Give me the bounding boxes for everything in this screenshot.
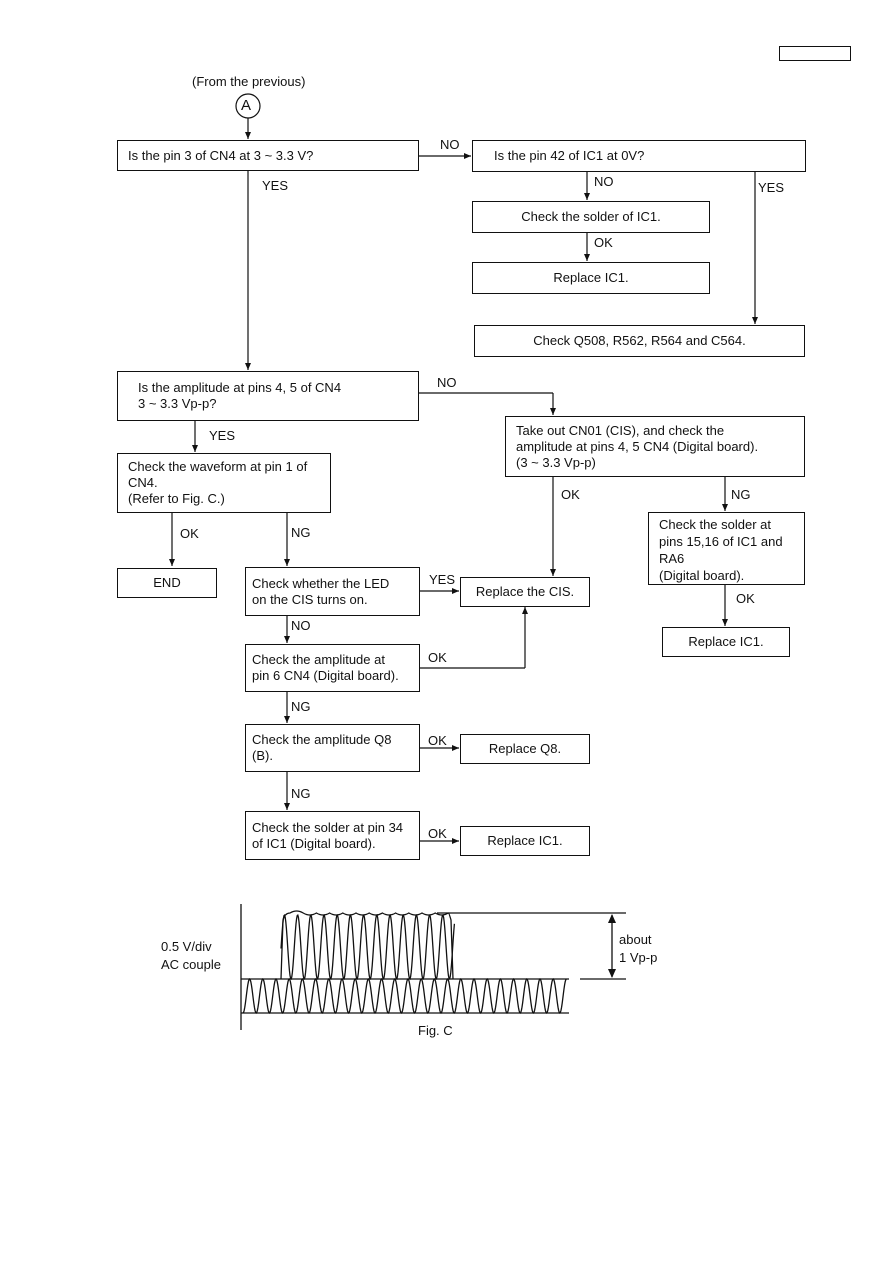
edge-label-no: NO bbox=[594, 174, 614, 189]
amplitude-arrowhead-bottom bbox=[608, 969, 616, 978]
page-number-box bbox=[779, 46, 851, 61]
edge-label-ng: NG bbox=[291, 786, 311, 801]
edge-label-yes: YES bbox=[429, 572, 456, 587]
replace-q8-box: Replace Q8. bbox=[460, 734, 590, 764]
replace-ic1-box-a: Replace IC1. bbox=[472, 262, 710, 294]
check-waveform-box: Check the waveform at pin 1 of CN4. (Ref… bbox=[117, 453, 331, 513]
edge-label-ok: OK bbox=[428, 733, 447, 748]
edge-label-ok: OK bbox=[594, 235, 613, 250]
replace-ic1-box-b: Replace IC1. bbox=[662, 627, 790, 657]
connector-symbol: A bbox=[241, 97, 252, 114]
check-q508-box: Check Q508, R562, R564 and C564. bbox=[474, 325, 805, 357]
edge-label-yes: YES bbox=[262, 178, 289, 193]
from-previous-label: (From the previous) bbox=[192, 74, 306, 89]
edge-label-ok: OK bbox=[561, 487, 580, 502]
edge-label-ok: OK bbox=[736, 591, 755, 606]
edge-label-ok: OK bbox=[428, 826, 447, 841]
check-amp-pin6-box: Check the amplitude at pin 6 CN4 (Digita… bbox=[245, 644, 420, 692]
edge-label-ok: OK bbox=[428, 650, 447, 665]
amplitude-arrowhead-top bbox=[608, 914, 616, 923]
check-solder-pin34-box: Check the solder at pin 34 of IC1 (Digit… bbox=[245, 811, 420, 860]
check-led-box: Check whether the LED on the CIS turns o… bbox=[245, 567, 420, 616]
check-solder-pins1516-box: Check the solder at pins 15,16 of IC1 an… bbox=[648, 512, 805, 585]
waveform-large-burst bbox=[280, 913, 456, 981]
edge-label-no: NO bbox=[291, 618, 311, 633]
edge-label-no: NO bbox=[437, 375, 457, 390]
waveform-small-oscillation bbox=[242, 978, 567, 1014]
scale-label: 0.5 V/div bbox=[161, 939, 212, 954]
question-amplitude-pins45-box: Is the amplitude at pins 4, 5 of CN4 3 ~… bbox=[117, 371, 419, 421]
question-pin42-box: Is the pin 42 of IC1 at 0V? bbox=[472, 140, 806, 172]
figure-caption: Fig. C bbox=[418, 1023, 453, 1038]
edge-label-yes: YES bbox=[758, 180, 785, 195]
replace-cis-box: Replace the CIS. bbox=[460, 577, 590, 607]
edge-label-no: NO bbox=[440, 137, 460, 152]
edge-label-ng: NG bbox=[291, 699, 311, 714]
check-solder-ic1-box: Check the solder of IC1. bbox=[472, 201, 710, 233]
waveform-envelope bbox=[280, 910, 454, 980]
coupling-label: AC couple bbox=[161, 957, 221, 972]
edge-label-ok: OK bbox=[180, 526, 199, 541]
check-amp-q8-box: Check the amplitude Q8 (B). bbox=[245, 724, 420, 772]
amplitude-label: 1 Vp-p bbox=[619, 950, 658, 965]
take-out-cn01-box: Take out CN01 (CIS), and check the ampli… bbox=[505, 416, 805, 477]
question-pin3-box: Is the pin 3 of CN4 at 3 ~ 3.3 V? bbox=[117, 140, 419, 171]
edge-label-ng: NG bbox=[731, 487, 751, 502]
edge-label-yes: YES bbox=[209, 428, 236, 443]
about-label: about bbox=[619, 932, 652, 947]
edge-label-ng: NG bbox=[291, 525, 311, 540]
end-box: END bbox=[117, 568, 217, 598]
replace-ic1-box-c: Replace IC1. bbox=[460, 826, 590, 856]
